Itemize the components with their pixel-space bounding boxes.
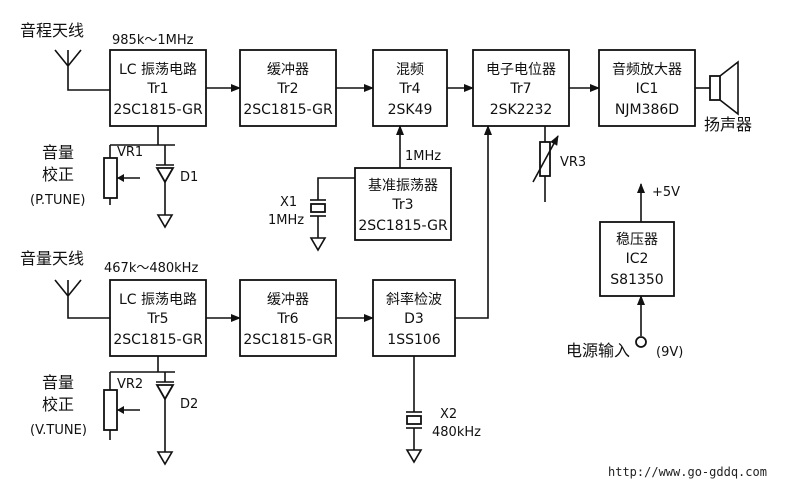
- buffer-2-ref: Tr6: [276, 311, 298, 327]
- speaker-icon: [709, 60, 739, 116]
- watermark-url: http://www.go-gddq.com: [608, 465, 767, 479]
- vr2-label: VR2: [117, 377, 143, 392]
- d2-label: D2: [180, 397, 198, 412]
- x2-label: X2: [440, 407, 457, 422]
- tune1-line3: (P.TUNE): [30, 193, 86, 208]
- regulator-block: 稳压器 IC2 S81350: [599, 221, 675, 297]
- audio-amp-block: 音频放大器 IC1 NJM386D: [598, 49, 696, 127]
- lc-oscillator-2-part: 2SC1815-GR: [113, 332, 203, 348]
- vr3-variable-resistor-icon: [532, 126, 559, 202]
- arrow-det-to-pot: [455, 125, 492, 319]
- volume-freq-range: 467k～480kHz: [104, 261, 198, 276]
- regulator-ref: IC2: [626, 251, 649, 267]
- vr1-label: VR1: [117, 145, 143, 160]
- plus5v-label: +5V: [652, 185, 680, 200]
- reference-oscillator-title: 基准振荡器: [368, 177, 438, 194]
- x1-label: X1: [280, 195, 297, 210]
- lc-oscillator-2-title: LC 振荡电路: [119, 292, 197, 308]
- buffer-1-title: 缓冲器: [267, 62, 309, 78]
- crystal-x2-icon: [405, 356, 423, 464]
- regulator-part: S81350: [610, 272, 663, 288]
- lc-oscillator-1-ref: Tr1: [146, 81, 168, 97]
- electronic-pot-ref: Tr7: [509, 81, 531, 97]
- reference-freq-label: 1MHz: [405, 149, 441, 164]
- buffer-1-block: 缓冲器 Tr2 2SC1815-GR: [239, 49, 337, 127]
- power-input-label: 电源输入: [566, 341, 630, 360]
- mixer-ref: Tr4: [398, 81, 420, 97]
- volume-antenna-label: 音量天线: [20, 249, 84, 268]
- buffer-1-ref: Tr2: [276, 81, 298, 97]
- mixer-part: 2SK49: [388, 102, 433, 118]
- volume-antenna-icon: [54, 279, 110, 319]
- lc-oscillator-2-block: LC 振荡电路 Tr5 2SC1815-GR: [109, 279, 207, 357]
- reference-oscillator-block: 基准振荡器 Tr3 2SC1815-GR: [354, 167, 452, 241]
- tune1-line2: 校正: [42, 165, 74, 184]
- x1-freq: 1MHz: [268, 213, 304, 228]
- buffer-2-block: 缓冲器 Tr6 2SC1815-GR: [239, 279, 337, 357]
- buffer-1-part: 2SC1815-GR: [243, 102, 333, 118]
- lc-oscillator-1-block: LC 振荡电路 Tr1 2SC1815-GR: [109, 49, 207, 127]
- pitch-freq-range: 985k～1MHz: [112, 33, 194, 48]
- electronic-pot-title: 电子电位器: [486, 62, 556, 78]
- buffer-2-title: 缓冲器: [267, 292, 309, 308]
- d2-diode-icon: [155, 381, 175, 466]
- crystal-x1-icon: [309, 177, 355, 252]
- regulator-title: 稳压器: [616, 232, 658, 248]
- reference-oscillator-part: 2SC1815-GR: [358, 218, 448, 234]
- slope-detector-ref: D3: [404, 311, 424, 327]
- audio-amp-part: NJM386D: [615, 102, 679, 118]
- x2-freq: 480kHz: [432, 425, 481, 440]
- d1-label: D1: [180, 170, 198, 185]
- vr2-variable-resistor-icon: [103, 389, 140, 440]
- wire-osc2-tuning: [109, 356, 175, 390]
- tune1-line1: 音量: [42, 143, 74, 162]
- wire-osc1-tuning: [109, 126, 175, 165]
- speaker-label: 扬声器: [704, 115, 752, 134]
- slope-detector-part: 1SS106: [387, 332, 440, 348]
- slope-detector-title: 斜率检波: [386, 291, 442, 308]
- mixer-title: 混频: [396, 62, 424, 78]
- audio-amp-ref: IC1: [636, 81, 659, 97]
- audio-amp-title: 音频放大器: [612, 61, 682, 78]
- slope-detector-block: 斜率检波 D3 1SS106: [372, 279, 456, 357]
- lc-oscillator-2-ref: Tr5: [146, 311, 168, 327]
- power-terminal-icon: [635, 336, 647, 348]
- tune2-line2: 校正: [42, 395, 74, 414]
- lc-oscillator-1-part: 2SC1815-GR: [113, 102, 203, 118]
- pitch-antenna-label: 音程天线: [20, 21, 84, 40]
- reference-oscillator-ref: Tr3: [391, 197, 413, 213]
- vr3-label: VR3: [560, 155, 586, 170]
- electronic-pot-block: 电子电位器 Tr7 2SK2232: [472, 49, 570, 127]
- buffer-2-part: 2SC1815-GR: [243, 332, 333, 348]
- electronic-pot-part: 2SK2232: [490, 102, 553, 118]
- pitch-antenna-icon: [54, 49, 110, 91]
- tune2-line3: (V.TUNE): [30, 423, 87, 438]
- power-voltage-label: (9V): [656, 345, 683, 360]
- lc-oscillator-1-title: LC 振荡电路: [119, 62, 197, 78]
- d1-diode-icon: [155, 164, 175, 229]
- tune2-line1: 音量: [42, 373, 74, 392]
- vr1-variable-resistor-icon: [103, 157, 140, 205]
- mixer-block: 混频 Tr4 2SK49: [372, 49, 448, 127]
